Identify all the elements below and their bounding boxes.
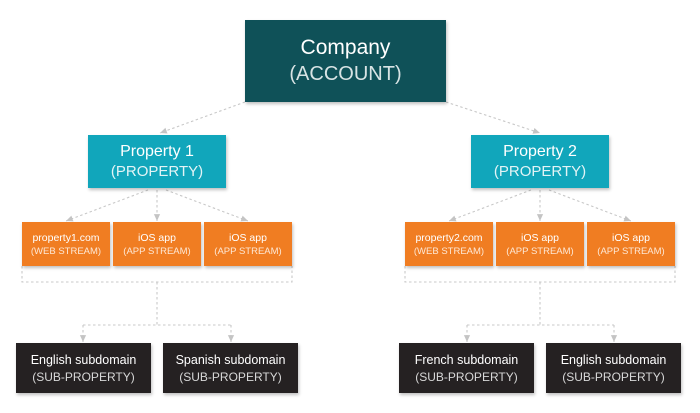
sub-property-node-2-2: English subdomain (SUB-PROPERTY)	[546, 343, 681, 393]
property-node-2: Property 2 (PROPERTY)	[471, 135, 609, 188]
sub-property-type: (SUB-PROPERTY)	[32, 369, 135, 384]
account-name: Company	[300, 36, 391, 59]
stream-node-1-1: property1.com (WEB STREAM)	[22, 222, 110, 266]
connector-account-property-1	[159, 101, 246, 134]
stream-bracket-1	[21, 266, 293, 283]
sub-property-type: (SUB-PROPERTY)	[179, 369, 282, 384]
connector-property-1-stream-3	[165, 189, 249, 222]
connector-property-2-stream-3	[548, 189, 632, 222]
connector-property-2-stream-1	[448, 189, 532, 222]
stream-type: (APP STREAM)	[214, 245, 282, 257]
property-name: Property 1	[120, 143, 194, 160]
property-type: (PROPERTY)	[493, 163, 587, 180]
stream-type: (WEB STREAM)	[30, 245, 102, 257]
sub-property-node-1-1: English subdomain (SUB-PROPERTY)	[16, 343, 151, 393]
stream-type: (APP STREAM)	[597, 245, 665, 257]
sub-property-node-1-2: Spanish subdomain (SUB-PROPERTY)	[163, 343, 298, 393]
account-type: (ACCOUNT)	[289, 63, 402, 85]
stream-type: (APP STREAM)	[123, 245, 191, 257]
stream-name: iOS app	[138, 231, 176, 244]
account-node: Company (ACCOUNT)	[245, 20, 446, 102]
property-name: Property 2	[503, 143, 577, 160]
sub-property-name: Spanish subdomain	[175, 352, 286, 367]
stream-name: iOS app	[229, 231, 267, 244]
stream-name: iOS app	[521, 231, 559, 244]
stream-name: property2.com	[415, 231, 483, 244]
connector-property-1-stream-1	[65, 189, 149, 222]
sub-property-name: English subdomain	[30, 352, 137, 367]
stream-name: iOS app	[612, 231, 650, 244]
property-node-1: Property 1 (PROPERTY)	[88, 135, 226, 188]
stream-name: property1.com	[32, 231, 100, 244]
sub-property-name: English subdomain	[560, 352, 667, 367]
stream-node-1-2: iOS app (APP STREAM)	[113, 222, 201, 266]
connector-account-property-2	[445, 101, 541, 134]
stream-node-1-3: iOS app (APP STREAM)	[204, 222, 292, 266]
sub-property-type: (SUB-PROPERTY)	[415, 369, 518, 384]
stream-type: (APP STREAM)	[506, 245, 574, 257]
sub-property-type: (SUB-PROPERTY)	[562, 369, 665, 384]
stream-node-2-1: property2.com (WEB STREAM)	[405, 222, 493, 266]
property-type: (PROPERTY)	[110, 163, 204, 180]
stream-node-2-3: iOS app (APP STREAM)	[587, 222, 675, 266]
sub-property-node-2-1: French subdomain (SUB-PROPERTY)	[399, 343, 534, 393]
stream-bracket-2	[404, 266, 676, 283]
stream-type: (WEB STREAM)	[413, 245, 485, 257]
sub-property-name: French subdomain	[414, 352, 519, 367]
stream-node-2-2: iOS app (APP STREAM)	[496, 222, 584, 266]
